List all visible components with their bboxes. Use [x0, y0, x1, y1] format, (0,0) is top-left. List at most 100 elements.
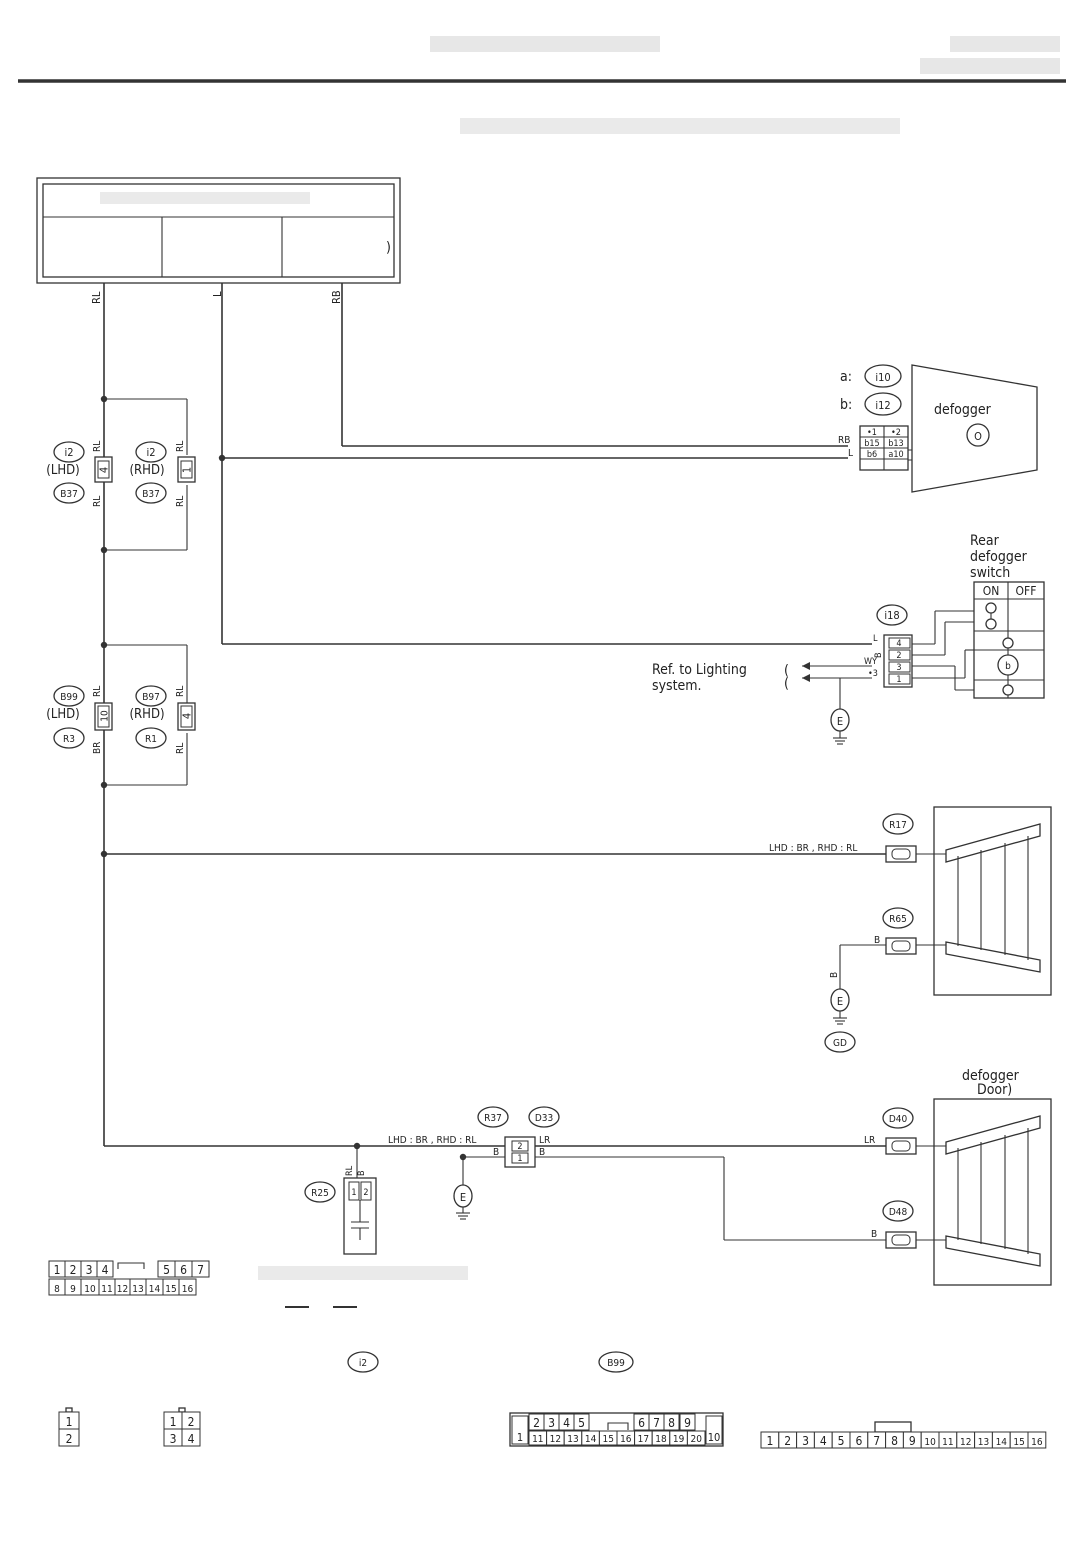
- pin-cell: [573, 1413, 590, 1431]
- pin-number: 4: [563, 1416, 570, 1430]
- svg-text:RL: RL: [175, 496, 186, 507]
- pin-number: 4: [102, 1263, 109, 1277]
- svg-text:OFF: OFF: [1016, 584, 1037, 598]
- defogger-relay-unit: a: i10 b: i12 defogger O •1 •2 b15 b13 b…: [838, 364, 1038, 493]
- connector-key: [117, 1262, 145, 1269]
- svg-text:defogger: defogger: [962, 1068, 1020, 1084]
- pin-cell: [686, 1430, 706, 1446]
- svg-text:O: O: [974, 430, 982, 443]
- svg-text:E: E: [837, 715, 843, 728]
- svg-text:system.: system.: [652, 678, 702, 694]
- svg-text:4: 4: [98, 467, 111, 473]
- svg-text:4: 4: [181, 713, 194, 719]
- svg-text:i2: i2: [64, 446, 73, 459]
- svg-text:LR: LR: [539, 1135, 550, 1146]
- svg-text:defogger: defogger: [934, 402, 992, 418]
- pin-number: 3: [548, 1416, 555, 1430]
- legend-line-2: [333, 1306, 357, 1308]
- pinout-2pin: 12: [58, 1407, 80, 1447]
- svg-text:E: E: [460, 1191, 466, 1204]
- connector-key: [607, 1422, 629, 1430]
- connector-b99-lhd: B99 (LHD) R3 10 RL BR: [46, 685, 113, 754]
- pin-cell: [679, 1413, 696, 1431]
- pin-number: 3: [86, 1263, 93, 1277]
- svg-text:B97: B97: [142, 692, 160, 703]
- pin-cell: [1027, 1431, 1047, 1449]
- svg-text:RL: RL: [92, 496, 103, 507]
- pin-cell: [663, 1413, 680, 1431]
- svg-text:B: B: [874, 935, 880, 946]
- ground-e-i18: E: [830, 708, 850, 745]
- svg-text:B: B: [539, 1147, 545, 1158]
- svg-text:2: 2: [517, 1142, 522, 1152]
- svg-text:(: (: [784, 676, 789, 692]
- svg-text:B: B: [829, 972, 840, 978]
- svg-text:2: 2: [896, 651, 901, 661]
- pin-number: 14: [996, 1437, 1008, 1448]
- wire-label-l-top: L: [211, 291, 224, 297]
- pin-number: 1: [66, 1415, 73, 1429]
- svg-text:(: (: [784, 663, 789, 679]
- svg-text:D40: D40: [889, 1114, 908, 1125]
- pin-cell: [705, 1415, 723, 1445]
- svg-text:LR: LR: [864, 1135, 875, 1146]
- ground-e-gd: E GD: [824, 988, 856, 1053]
- svg-text:Rear: Rear: [970, 533, 1000, 549]
- svg-text:•3: •3: [868, 669, 878, 679]
- pin-number: 15: [1013, 1437, 1024, 1448]
- svg-text:1: 1: [351, 1188, 356, 1198]
- pin-cell: [178, 1278, 197, 1296]
- pin-number: 9: [684, 1416, 691, 1430]
- connector-i2-rhd: i2 (RHD) B37 1 RL RL: [129, 441, 196, 507]
- svg-text:): ): [386, 240, 391, 256]
- pin-number: 11: [942, 1437, 953, 1448]
- pin-cell: [191, 1260, 210, 1278]
- svg-text:BR: BR: [92, 742, 103, 754]
- pin-number: 9: [909, 1434, 916, 1448]
- pin-number: 13: [132, 1284, 143, 1295]
- svg-text:RL: RL: [92, 441, 103, 452]
- connector-r37-d33: R37 D33 2 1 LHD : BR , RHD : RL B LR B: [388, 1106, 560, 1168]
- pin-number: 5: [838, 1434, 845, 1448]
- pin-number: 15: [165, 1284, 176, 1295]
- svg-text:switch: switch: [970, 565, 1010, 581]
- svg-text:B99: B99: [60, 692, 78, 703]
- svg-text:LHD : BR , RHD : RL: LHD : BR , RHD : RL: [769, 843, 857, 854]
- svg-text:b15: b15: [864, 439, 879, 449]
- svg-text:R1: R1: [145, 734, 157, 745]
- connector-outline: [65, 1407, 73, 1413]
- svg-text:•2: •2: [891, 428, 901, 438]
- svg-text:i2: i2: [359, 1358, 367, 1369]
- svg-text:3: 3: [896, 663, 901, 673]
- svg-text:Ref. to Lighting: Ref. to Lighting: [652, 662, 747, 678]
- svg-text:B: B: [871, 1229, 877, 1240]
- svg-text:i18: i18: [884, 609, 899, 622]
- svg-text:1: 1: [517, 1154, 522, 1164]
- connector-i2-lhd: i2 (LHD) B37 4 RL RL: [46, 441, 113, 507]
- pin-number: 8: [54, 1284, 60, 1295]
- pin-number: 12: [550, 1434, 561, 1445]
- faded-header-right-2: [920, 58, 1060, 74]
- pin-number: 6: [638, 1416, 645, 1430]
- pin-number: 16: [1031, 1437, 1043, 1448]
- svg-text:D48: D48: [889, 1207, 908, 1218]
- svg-text:GD: GD: [833, 1038, 847, 1049]
- wire-label-rb-top: RB: [330, 290, 343, 304]
- pin-number: 2: [784, 1434, 791, 1448]
- pin-number: 3: [170, 1432, 177, 1446]
- svg-text:defogger: defogger: [970, 549, 1028, 565]
- svg-text:b13: b13: [888, 439, 903, 449]
- svg-text:B: B: [493, 1147, 499, 1158]
- pin-number: 12: [960, 1437, 971, 1448]
- pin-number: 3: [802, 1434, 809, 1448]
- pin-number: 11: [532, 1434, 543, 1445]
- svg-text:b6: b6: [867, 450, 877, 460]
- pin-number: 2: [66, 1432, 73, 1446]
- svg-text:B: B: [874, 652, 884, 658]
- pin-number: 14: [585, 1434, 597, 1445]
- pin-number: 4: [820, 1434, 827, 1448]
- svg-text:i10: i10: [875, 371, 890, 384]
- pin-number: 1: [517, 1431, 523, 1444]
- connector-outline: [178, 1407, 186, 1413]
- svg-text:(LHD): (LHD): [46, 707, 79, 722]
